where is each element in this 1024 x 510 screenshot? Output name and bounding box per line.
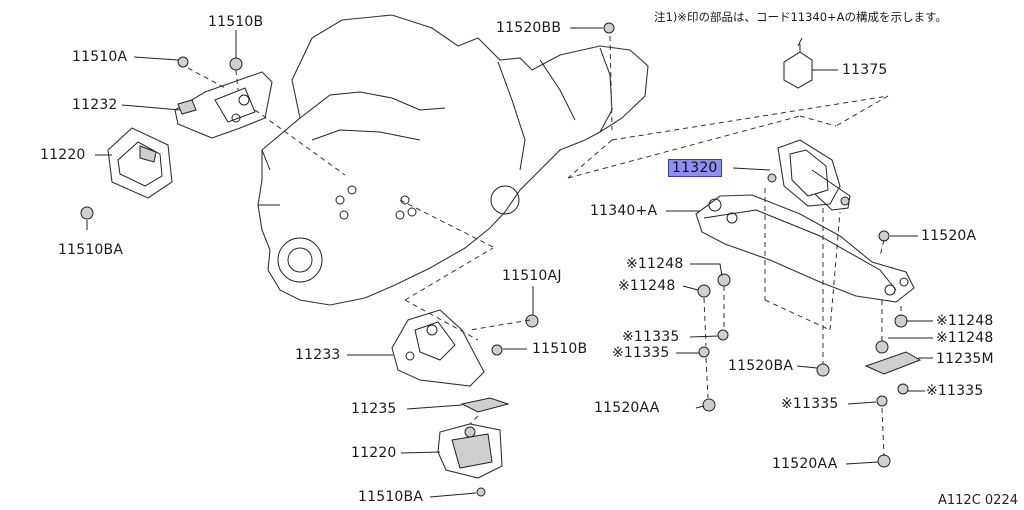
left-upper-insulator: [107, 127, 173, 199]
left-upper-bracket: [174, 71, 273, 139]
figure-code: A112C 0224: [938, 493, 1018, 508]
part-label-11510ba-left[interactable]: 11510BA: [58, 242, 124, 258]
engine-transmission-outline: [257, 14, 649, 306]
part-label-11335-a[interactable]: ※11335: [622, 329, 680, 345]
part-label-11520bb[interactable]: 11520BB: [496, 20, 562, 36]
part-label-11520a[interactable]: 11520A: [921, 228, 977, 244]
part-label-11335-d[interactable]: ※11335: [781, 396, 839, 412]
part-label-11320[interactable]: 11320: [668, 159, 722, 177]
part-label-11340a[interactable]: 11340+A: [590, 203, 658, 219]
part-label-11248-c[interactable]: ※11248: [936, 313, 994, 329]
leader-lines: [86, 27, 933, 498]
part-label-11248-d[interactable]: ※11248: [936, 330, 994, 346]
right-fasteners: [603, 22, 922, 468]
part-label-11248-b[interactable]: ※11248: [618, 278, 676, 294]
header-note: 注1)※印の部品は、コード11340+Aの構成を示します。: [654, 10, 947, 24]
part-label-11235[interactable]: 11235: [351, 401, 397, 417]
part-label-11248-a[interactable]: ※11248: [626, 256, 684, 272]
part-label-11335-c[interactable]: ※11335: [926, 383, 984, 399]
part-label-11335-b[interactable]: ※11335: [612, 345, 670, 361]
part-label-11510a[interactable]: 11510A: [72, 49, 128, 65]
clip-11375: [783, 37, 813, 89]
part-label-11220-bottom[interactable]: 11220: [351, 445, 397, 461]
part-label-11510b-mid[interactable]: 11510B: [532, 341, 588, 357]
part-label-11520aa-mid[interactable]: 11520AA: [594, 400, 660, 416]
part-label-11510ba-bottom[interactable]: 11510BA: [358, 489, 424, 505]
alignment-dashed-lines: [187, 35, 902, 457]
left-fasteners: [80, 56, 243, 220]
part-label-11510b-top[interactable]: 11510B: [208, 14, 264, 30]
lower-insulator: [437, 423, 503, 497]
part-label-11235m[interactable]: 11235M: [936, 351, 994, 367]
part-label-11510aj[interactable]: 11510AJ: [502, 268, 562, 284]
part-label-11220-left[interactable]: 11220: [40, 147, 86, 163]
part-label-11375[interactable]: 11375: [842, 62, 888, 78]
rear-insulator: [767, 139, 851, 211]
lower-plate: [460, 397, 510, 413]
crossmember: [695, 194, 915, 303]
part-label-11233[interactable]: 11233: [295, 347, 341, 363]
part-label-11232[interactable]: 11232: [72, 97, 118, 113]
lower-bracket: [391, 309, 485, 387]
part-label-11520ba[interactable]: 11520BA: [728, 358, 794, 374]
part-label-11520aa-right[interactable]: 11520AA: [772, 456, 838, 472]
